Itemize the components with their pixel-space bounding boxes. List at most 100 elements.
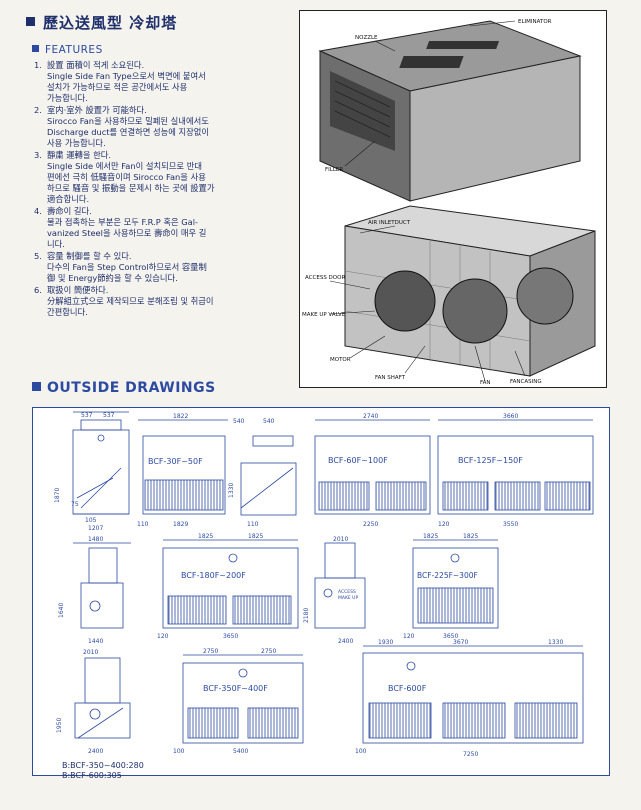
make-up-valve-label: MAKE UP VALVE [302,312,346,318]
m2-dim-height: 1330 [228,483,235,498]
m7-dim-100: 100 [355,748,367,755]
m1-dim-top1: 537 [81,412,93,419]
drawing-m5-side: 2010 ACCESS MAKE UP 2180 2400 [303,536,366,645]
feature-heading: 1. 設置 面積이 적게 소요된다. [34,60,284,71]
m4-dim-120: 120 [157,633,169,640]
m2-model-name: BCF-60F~100F [328,456,388,465]
m6-dim-100: 100 [173,748,185,755]
m2-dim-110: 110 [247,521,259,528]
feature-title: 靜粛 運轉을 한다. [47,150,111,160]
feature-number: 1. [34,60,42,70]
title-bullet-icon [26,17,35,26]
features-list: 1. 設置 面積이 적게 소요된다.Single Side Fan Type으로서… [34,60,284,319]
feature-body-line: 하므로 騷音 및 振動을 문제시 하는 곳에 設置가 [47,183,215,193]
feature-body-line: Sirocco Fan을 사용하므로 밀폐된 실내에서도 [47,116,209,126]
drawing-m6-front: 2750 2750 BCF-350F~400F 100 5400 [173,648,304,755]
m5-dim-120: 120 [403,633,415,640]
m6-dim-2400: 2400 [88,748,103,755]
drawings-heading-text: OUTSIDE DRAWINGS [47,380,216,396]
drawings-bullet-icon [32,382,41,391]
motor-label: MOTOR [330,357,351,363]
feature-heading: 5. 容量 制御를 할 수 있다. [34,251,284,262]
feature-body-line: 물과 접촉하는 부분은 모두 F.R.P 혹은 Gal- [47,217,199,227]
m5-dim-2400: 2400 [338,638,353,645]
cutaway-illustration: ELIMINATOR NOZZLE FILLER [302,19,596,386]
nozzle-label: NOZZLE [355,35,378,41]
cutaway-photos: ELIMINATOR NOZZLE FILLER [299,10,607,388]
m4-dim-height: 1640 [58,603,65,618]
feature-item: 2. 室内·室外 設置가 可能하다.Sirocco Fan을 사용하므로 밀폐된 … [34,105,284,149]
m4-model-name: BCF-180F~200F [181,571,246,580]
upper-tower-illustration: ELIMINATOR NOZZLE FILLER [318,19,582,202]
drawing-m1-front: 1822 BCF-30F~50F 110 1829 [137,413,228,528]
m5-dim-base: 3650 [443,633,458,640]
drawing-m5-front: 1825 1825 BCF-225F~300F 120 3650 [403,533,499,640]
m3-model-name: BCF-125F~150F [458,456,523,465]
feature-title: 室内·室外 設置가 可能하다. [47,105,147,115]
m6-dim-w2: 2750 [261,648,276,655]
m3-dim-120: 120 [438,521,450,528]
filler-label: FILLER [325,167,343,173]
feature-body-line: 편에선 극히 低騷音이며 Sirocco Fan을 사용 [47,172,206,182]
access-door-label: ACCESS DOOR [305,275,345,281]
feature-number: 3. [34,150,42,160]
feature-body-line: vanized Steel을 사용하므로 壽命이 매우 길 [47,228,207,238]
m4-dim-w1: 1825 [198,533,213,540]
feature-body-line: Single Side 에서만 Fan이 설치되므로 반대 [47,161,202,171]
m3-dim-width: 3660 [503,413,518,420]
feature-title: 壽命이 길다. [47,206,92,216]
footnote-line-1: B:BCF-350~400:280 [62,761,144,770]
fan-label: FAN [480,380,491,386]
feature-number: 2. [34,105,42,115]
outside-drawings-panel: 537 537 1870 105 75 1207 1822 BCF-30F~50… [32,407,610,776]
lower-tower-illustration: AIR INLETDUCT ACCESS DOOR MAKE UP VALVE … [302,205,596,386]
feature-number: 5. [34,251,42,261]
m2-dim-base: 2250 [363,521,378,528]
feature-body-line: 가능합니다. [47,93,88,103]
feature-body-line: 御 및 Energy節約을 할 수 있습니다. [47,273,178,283]
m1-dim-base: 1829 [173,521,188,528]
drawing-m4-side: 1480 1640 1440 [58,536,131,645]
feature-item: 3. 靜粛 運轉을 한다.Single Side 에서만 Fan이 설치되므로 반… [34,150,284,205]
m4-dim-side: 1480 [88,536,103,543]
feature-heading: 3. 靜粛 運轉을 한다. [34,150,284,161]
fan-shaft-label: FAN SHAFT [375,375,406,381]
drawing-m2-front: 2740 BCF-60F~100F 2250 [314,413,431,528]
m1-dim-width: 1822 [173,413,188,420]
feature-heading: 4.壽命이 길다. [34,206,284,217]
m7-dim-w1: 1930 [378,639,393,646]
footnote-line-2: B:BCF-600:305 [62,771,122,780]
m1-dim-105: 105 [85,517,97,524]
feature-body-line: 니다. [47,239,65,249]
m4-dim-1440: 1440 [88,638,103,645]
fancasing-label: FANCASING [510,379,542,385]
m1-dim-height: 1870 [54,488,61,503]
feature-title: 設置 面積이 적게 소요된다. [47,60,145,70]
feature-title: 取扱이 簡便하다. [47,285,109,295]
m5-access-label: ACCESS [338,589,356,595]
feature-body-line: 適合합니다. [47,194,90,204]
drawing-m1-side: 537 537 1870 105 75 1207 [54,411,130,532]
footnote: B:BCF-350~400:280 B:BCF-600:305 [62,761,144,781]
m2-dim-top2: 540 [263,418,275,425]
m4-dim-w2: 1825 [248,533,263,540]
m2-dim-top1: 540 [233,418,245,425]
features-bullet-icon [32,45,39,52]
drawing-m4-front: 1825 1825 BCF-180F~200F 120 3650 [157,533,299,640]
feature-body-line: Single Side Fan Type으로서 벽면에 붙여서 [47,71,206,81]
feature-item: 1. 設置 面積이 적게 소요된다.Single Side Fan Type으로서… [34,60,284,104]
m6-dim-height: 1950 [56,718,63,733]
feature-number: 6. [34,285,42,295]
feature-body-line: Discharge duct를 연결하면 성능에 지장없이 [47,127,210,137]
feature-item: 5.容量 制御를 할 수 있다.다수의 Fan을 Step Control하므로… [34,251,284,284]
page-title: 歷込送風型 冷却塔 [26,12,177,33]
feature-body-line: 사용 가능합니다. [47,138,106,148]
m5-dim-w2: 1825 [463,533,478,540]
feature-body-line: 간편합니다. [47,307,88,317]
m1-dim-top2: 537 [103,412,115,419]
m6-dim-w1: 2750 [203,648,218,655]
m5-model-name: BCF-225F~300F [417,571,478,580]
feature-title: 容量 制御를 할 수 있다. [47,251,132,261]
outside-drawings-svg: 537 537 1870 105 75 1207 1822 BCF-30F~50… [54,411,594,758]
